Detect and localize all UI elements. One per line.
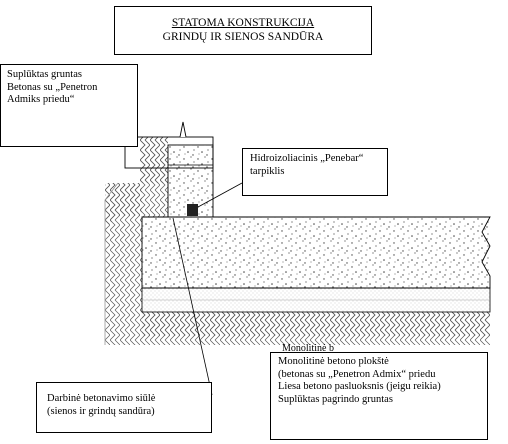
label-soil-concrete-line3: Admiks priedu“	[7, 94, 75, 105]
leader-lines	[172, 182, 243, 396]
lean-concrete-layer	[141, 287, 491, 313]
compacted-soil	[104, 137, 490, 345]
concrete-slab	[141, 216, 491, 289]
label-waterstop-line1: Hidroizoliacinis „Penebar“	[250, 153, 364, 164]
label-slab-line3: Liesa betono pasluoksnis (jeigu reikia)	[278, 381, 441, 392]
title-line1: STATOMA KONSTRUKCIJA	[171, 17, 315, 29]
label-soil-concrete-line2: Betonas su „Penetron	[7, 81, 98, 93]
slab-caption-hint: Monolitinė b	[282, 343, 334, 354]
label-soil-concrete: Suplūktas gruntas Betonas su „Penetron A…	[0, 64, 138, 147]
label-joint-line2: (sienos ir grindų sandūra)	[47, 405, 155, 417]
label-waterstop-line2: tarpiklis	[250, 165, 285, 177]
label-joint-line1: Darbinė betonavimo siūlė	[47, 393, 156, 404]
label-waterstop: Hidroizoliacinis „Penebar“ tarpiklis	[242, 148, 388, 196]
label-construction-joint: Darbinė betonavimo siūlė (sienos ir grin…	[36, 382, 212, 433]
title-line2: GRINDŲ IR SIENOS SANDŪRA	[162, 31, 324, 43]
title-box: STATOMA KONSTRUKCIJA GRINDŲ IR SIENOS SA…	[114, 6, 372, 55]
label-slab-line1: Monolitinė betono plokštė	[278, 356, 389, 367]
label-soil-concrete-line1: Suplūktas gruntas	[7, 69, 82, 80]
waterstop-penebar	[187, 204, 198, 216]
label-slab-layers: Monolitinė betono plokštė (betonas su „P…	[270, 352, 488, 440]
label-slab-line2: (betonas su „Penetron Admix“ priedu	[278, 368, 436, 380]
label-slab-line4: Suplūktas pagrindo gruntas	[278, 393, 393, 405]
